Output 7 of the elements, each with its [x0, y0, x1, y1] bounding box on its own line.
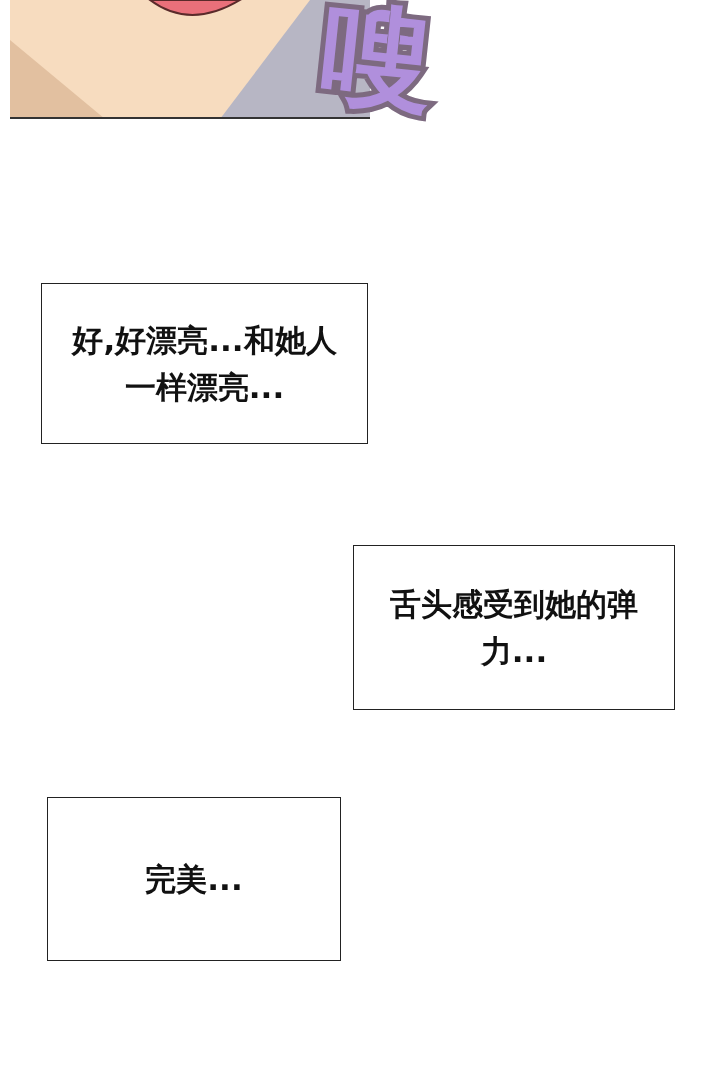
caption-box: [353, 545, 675, 710]
caption-text: 完美...: [145, 859, 243, 899]
caption-box: [47, 797, 341, 961]
caption-box: [41, 283, 368, 444]
caption-text: 好,好漂亮...和她人一样漂亮...: [70, 321, 338, 407]
sound-effect-text: 嗖: [316, 0, 440, 120]
caption-text: 舌头感受到她的弹力...: [389, 585, 639, 671]
